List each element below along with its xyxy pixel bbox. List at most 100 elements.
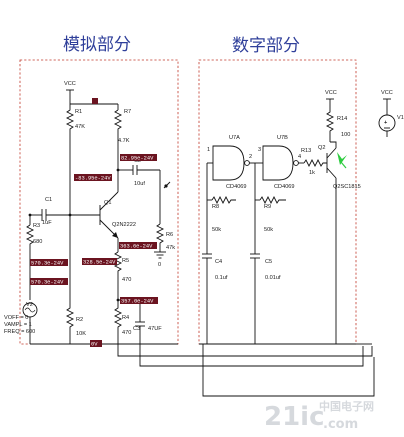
transistor-q2: Q2 Q2SC1815 bbox=[318, 145, 361, 190]
svg-text:Q2: Q2 bbox=[318, 145, 325, 151]
resistor-r7: R7 4.7K bbox=[113, 109, 131, 182]
svg-text:1k: 1k bbox=[309, 170, 315, 176]
resistor-r6: R6 47k bbox=[155, 223, 175, 252]
svg-text:47UF: 47UF bbox=[148, 326, 162, 332]
svg-text:82.95e-24V: 82.95e-24V bbox=[121, 156, 154, 162]
capacitor-c3: C3 47UF bbox=[133, 300, 162, 344]
svg-text:0: 0 bbox=[158, 262, 161, 268]
svg-text:3: 3 bbox=[258, 147, 261, 153]
probe-voltage-label: -83.95e-24V bbox=[74, 174, 112, 182]
svg-text:R4: R4 bbox=[122, 315, 129, 321]
probe-voltage-label: 328.5e-24V bbox=[82, 258, 117, 266]
svg-text:R7: R7 bbox=[124, 109, 131, 115]
svg-text:357.0e-24V: 357.0e-24V bbox=[121, 299, 154, 305]
inverter-u7b: U7B CD4069 3 4 bbox=[258, 135, 301, 190]
resistor-r3: R3 680 bbox=[25, 223, 42, 300]
svg-text:Q2N2222: Q2N2222 bbox=[112, 222, 136, 228]
svg-text:50k: 50k bbox=[264, 227, 273, 233]
probe-voltage-label: 0V bbox=[90, 340, 102, 348]
transistor-q1: Q1 Q2N2222 bbox=[99, 182, 136, 239]
svg-text:VCC: VCC bbox=[381, 90, 393, 96]
analog-circuit: VCC R1 47K R7 4.7K Q1 Q2N2222 bbox=[4, 81, 178, 348]
svg-text:C4: C4 bbox=[215, 259, 222, 265]
resistor-r8: R8 50k bbox=[207, 195, 236, 233]
svg-text:CD4069: CD4069 bbox=[274, 184, 295, 190]
svg-text:.com: .com bbox=[323, 417, 358, 432]
resistor-r1: R1 47K bbox=[65, 104, 85, 215]
resistor-r4: R4 470 bbox=[113, 300, 131, 344]
resistor-r2: R2 10K bbox=[65, 215, 86, 344]
voltage-source-v1: VCC + V1 bbox=[378, 90, 404, 137]
svg-text:Q2SC1815: Q2SC1815 bbox=[333, 184, 361, 190]
svg-text:100: 100 bbox=[341, 132, 350, 138]
svg-text:4: 4 bbox=[298, 154, 301, 160]
voltage-source-v2: V2 VOFF = 0 VAMPL = 1 FREQ = 600 bbox=[4, 302, 38, 344]
svg-text:C1: C1 bbox=[45, 197, 52, 203]
watermark-logo: 21ic 中国电子网 .com bbox=[264, 399, 374, 432]
capacitor-c1: C1 1uF bbox=[41, 197, 52, 226]
resistor-r5: R5 470 bbox=[113, 251, 131, 300]
svg-text:R13: R13 bbox=[301, 148, 311, 154]
svg-text:R8: R8 bbox=[212, 204, 219, 210]
svg-text:R2: R2 bbox=[76, 317, 83, 323]
digital-section-title: 数字部分 bbox=[232, 36, 300, 56]
resistor-r9: R9 50k bbox=[255, 195, 286, 233]
svg-text:R3: R3 bbox=[33, 223, 40, 229]
svg-text:VOFF = 0: VOFF = 0 bbox=[4, 315, 28, 321]
svg-text:470: 470 bbox=[122, 277, 131, 283]
vcc-symbol-left: VCC bbox=[64, 81, 76, 95]
svg-text:4.7K: 4.7K bbox=[118, 138, 130, 144]
svg-text:C5: C5 bbox=[265, 259, 272, 265]
resistor-r14: R14 100 bbox=[325, 105, 350, 142]
probe-voltage-label: 357.0e-24V bbox=[120, 297, 158, 305]
digital-circuit: U7A CD4069 1 2 U7B CD4069 3 4 R8 50k bbox=[199, 90, 361, 345]
svg-text:R9: R9 bbox=[264, 204, 271, 210]
svg-text:U7A: U7A bbox=[229, 135, 240, 141]
svg-text:50k: 50k bbox=[212, 227, 221, 233]
svg-text:470: 470 bbox=[122, 330, 131, 336]
probe-marker bbox=[337, 152, 347, 169]
probe-voltage-label: 570.3e-24V bbox=[30, 259, 68, 267]
probe-voltage-label: 363.6e-24V bbox=[119, 242, 157, 250]
analog-section-title: 模拟部分 bbox=[63, 35, 131, 55]
svg-text:0.01uf: 0.01uf bbox=[265, 275, 281, 281]
connecting-wire bbox=[117, 343, 375, 397]
svg-text:2: 2 bbox=[249, 154, 252, 160]
svg-text:VAMPL = 1: VAMPL = 1 bbox=[4, 322, 32, 328]
svg-text:570.3e-24V: 570.3e-24V bbox=[31, 261, 64, 267]
svg-text:U7B: U7B bbox=[277, 135, 288, 141]
svg-text:10K: 10K bbox=[76, 331, 86, 337]
capacitor-c4: C4 0.1uf bbox=[202, 253, 228, 344]
svg-text:CD4069: CD4069 bbox=[226, 184, 247, 190]
ground-symbol-r6: 0 bbox=[154, 251, 166, 268]
svg-text:R5: R5 bbox=[122, 258, 129, 264]
svg-text:363.6e-24V: 363.6e-24V bbox=[120, 244, 153, 250]
svg-text:R14: R14 bbox=[337, 116, 347, 122]
svg-text:1uF: 1uF bbox=[42, 220, 52, 226]
svg-text:47k: 47k bbox=[166, 245, 175, 251]
svg-text:1: 1 bbox=[207, 147, 210, 153]
vcc-symbol-mid: VCC bbox=[325, 90, 337, 105]
svg-text:570.3e-24V: 570.3e-24V bbox=[31, 280, 64, 286]
capacitor-c2: C2 10uf bbox=[132, 158, 145, 187]
svg-text:V2: V2 bbox=[26, 302, 33, 308]
svg-text:21ic: 21ic bbox=[264, 402, 325, 432]
svg-text:+: + bbox=[384, 120, 388, 126]
svg-text:FREQ = 600: FREQ = 600 bbox=[4, 329, 35, 335]
svg-text:中国电子网: 中国电子网 bbox=[319, 399, 374, 413]
svg-text:0V: 0V bbox=[91, 342, 98, 348]
resistor-r13: R13 1k bbox=[301, 148, 327, 176]
svg-text:R1: R1 bbox=[75, 109, 82, 115]
svg-text:47K: 47K bbox=[75, 124, 85, 130]
probe-voltage-label: 82.95e-24V bbox=[92, 98, 157, 162]
svg-text:328.5e-24V: 328.5e-24V bbox=[83, 260, 116, 266]
svg-text:C3: C3 bbox=[133, 326, 140, 332]
svg-text:Q1: Q1 bbox=[104, 200, 111, 206]
capacitor-c5: C5 0.01uf bbox=[250, 253, 281, 344]
svg-text:-83.95e-24V: -83.95e-24V bbox=[75, 176, 111, 182]
svg-text:0.1uf: 0.1uf bbox=[215, 275, 228, 281]
svg-text:R6: R6 bbox=[166, 232, 173, 238]
inverter-u7a: U7A CD4069 1 2 bbox=[207, 135, 252, 190]
probe-voltage-label: 570.3e-24V bbox=[30, 278, 68, 286]
